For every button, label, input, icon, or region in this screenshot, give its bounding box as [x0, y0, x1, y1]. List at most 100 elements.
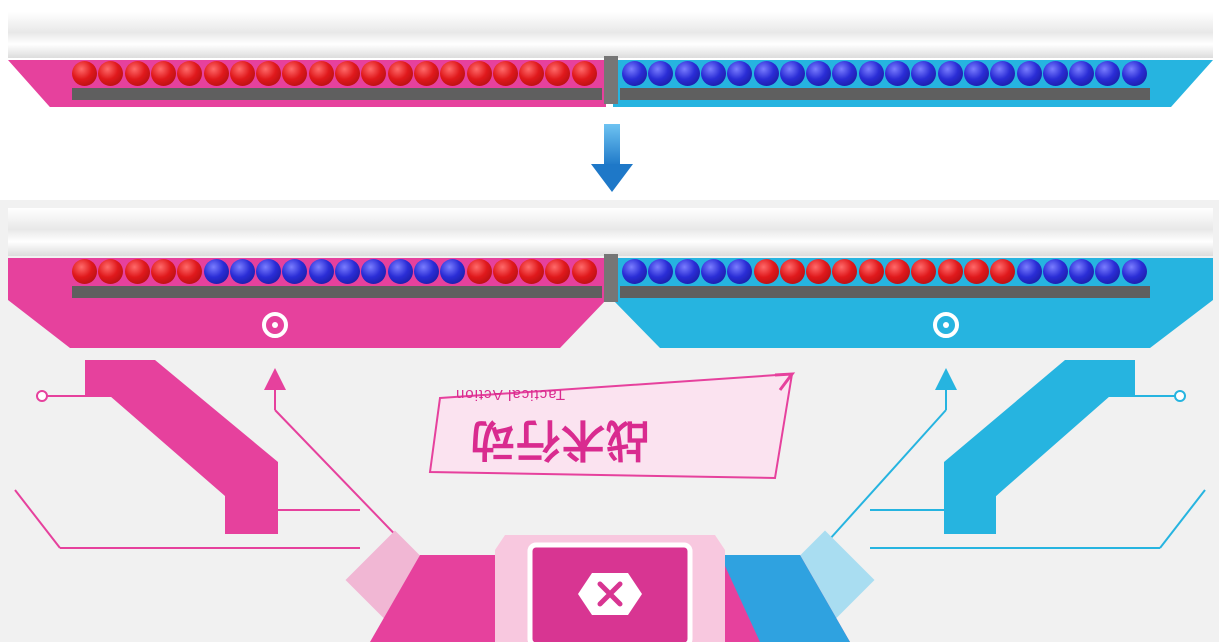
ball-right-16	[1016, 61, 1042, 86]
center-divider	[604, 56, 618, 104]
right-up-arrow-icon	[935, 368, 957, 390]
ball-left-3	[124, 61, 150, 86]
ball-left-13	[387, 259, 413, 284]
ball-right-9	[832, 61, 858, 86]
ball-left-19	[545, 259, 571, 284]
right-bracket-shape	[944, 360, 1135, 534]
ball-right-1	[622, 259, 647, 284]
right-sensor-ring-icon	[933, 312, 959, 338]
mixed-state-panel: Tactical Action 战术行动	[0, 200, 1219, 642]
ball-left-4	[150, 61, 176, 86]
ball-left-17	[492, 61, 518, 86]
ball-right-10	[858, 61, 884, 86]
ball-left-13	[387, 61, 413, 86]
ball-right-5	[727, 259, 753, 284]
ball-left-10	[308, 259, 334, 284]
right-track	[620, 286, 1150, 298]
arrow-down-icon	[591, 124, 633, 192]
ball-left-10	[308, 61, 334, 86]
ball-left-16	[466, 61, 492, 86]
ball-right-4	[700, 259, 726, 284]
ball-left-15	[440, 259, 466, 284]
ball-right-14	[963, 259, 989, 284]
close-hexagon-icon[interactable]	[578, 573, 642, 615]
ball-right-9	[832, 259, 858, 284]
ball-right-20	[1121, 259, 1147, 284]
ball-left-12	[361, 61, 387, 86]
ball-right-17	[1042, 61, 1068, 86]
ball-right-3	[674, 61, 700, 86]
ball-right-10	[858, 259, 884, 284]
top-rail	[8, 12, 1213, 58]
ball-right-6	[753, 61, 779, 86]
ball-right-8	[806, 61, 832, 86]
ball-right-12	[911, 61, 937, 86]
ball-left-2	[98, 259, 124, 284]
ball-right-15	[990, 259, 1016, 284]
ball-left-6	[203, 61, 229, 86]
ball-right-4	[700, 61, 726, 86]
logo-title: 战术行动	[470, 415, 650, 464]
ball-right-17	[1042, 259, 1068, 284]
ball-right-11	[885, 259, 910, 284]
ball-left-19	[545, 61, 571, 86]
initial-state-panel	[0, 0, 1219, 110]
left-sensor-ring-icon	[262, 312, 288, 338]
ball-right-12	[911, 259, 937, 284]
ball-left-14	[413, 61, 439, 86]
ball-left-3	[124, 259, 150, 284]
ball-right-14	[963, 61, 989, 86]
ball-right-7	[779, 61, 805, 86]
ball-right-2	[648, 61, 674, 86]
center-divider	[604, 254, 618, 302]
ball-left-9	[282, 61, 308, 86]
ball-right-1	[622, 61, 647, 86]
ball-left-16	[466, 259, 492, 284]
ball-left-9	[282, 259, 308, 284]
ball-right-16	[1016, 259, 1042, 284]
ball-right-7	[779, 259, 805, 284]
ball-left-7	[229, 61, 255, 86]
ball-left-8	[256, 259, 282, 284]
ball-right-18	[1069, 61, 1095, 86]
right-track	[620, 88, 1150, 100]
tactical-action-logo	[428, 372, 796, 480]
ball-left-6	[203, 259, 229, 284]
ball-right-15	[990, 61, 1016, 86]
ball-right-19	[1095, 61, 1121, 86]
ball-left-5	[177, 61, 203, 86]
ball-right-2	[648, 259, 674, 284]
ball-right-5	[727, 61, 753, 86]
left-track	[72, 286, 602, 298]
ball-right-11	[885, 61, 910, 86]
ball-right-18	[1069, 259, 1095, 284]
ball-left-20	[571, 61, 597, 86]
ball-left-15	[440, 61, 466, 86]
ball-left-7	[229, 259, 255, 284]
ball-left-2	[98, 61, 124, 86]
ball-right-8	[806, 259, 832, 284]
ball-right-13	[937, 61, 963, 86]
bottom-rail	[8, 208, 1213, 256]
logo-subtitle: Tactical Action	[455, 386, 566, 403]
center-cyan-accent	[720, 555, 850, 642]
ball-left-14	[413, 259, 439, 284]
ball-right-13	[937, 259, 963, 284]
ball-left-11	[335, 61, 360, 86]
ball-right-6	[753, 259, 779, 284]
ball-right-20	[1121, 61, 1147, 86]
ball-left-17	[492, 259, 518, 284]
ball-left-5	[177, 259, 203, 284]
ball-left-1	[72, 259, 97, 284]
ball-right-3	[674, 259, 700, 284]
ball-left-18	[519, 259, 545, 284]
ball-left-8	[256, 61, 282, 86]
left-up-arrow-icon	[264, 368, 286, 390]
ball-left-18	[519, 61, 545, 86]
left-bracket-shape	[85, 360, 278, 534]
ball-left-4	[150, 259, 176, 284]
ball-right-19	[1095, 259, 1121, 284]
ball-left-11	[335, 259, 360, 284]
ball-left-20	[571, 259, 597, 284]
left-track	[72, 88, 602, 100]
